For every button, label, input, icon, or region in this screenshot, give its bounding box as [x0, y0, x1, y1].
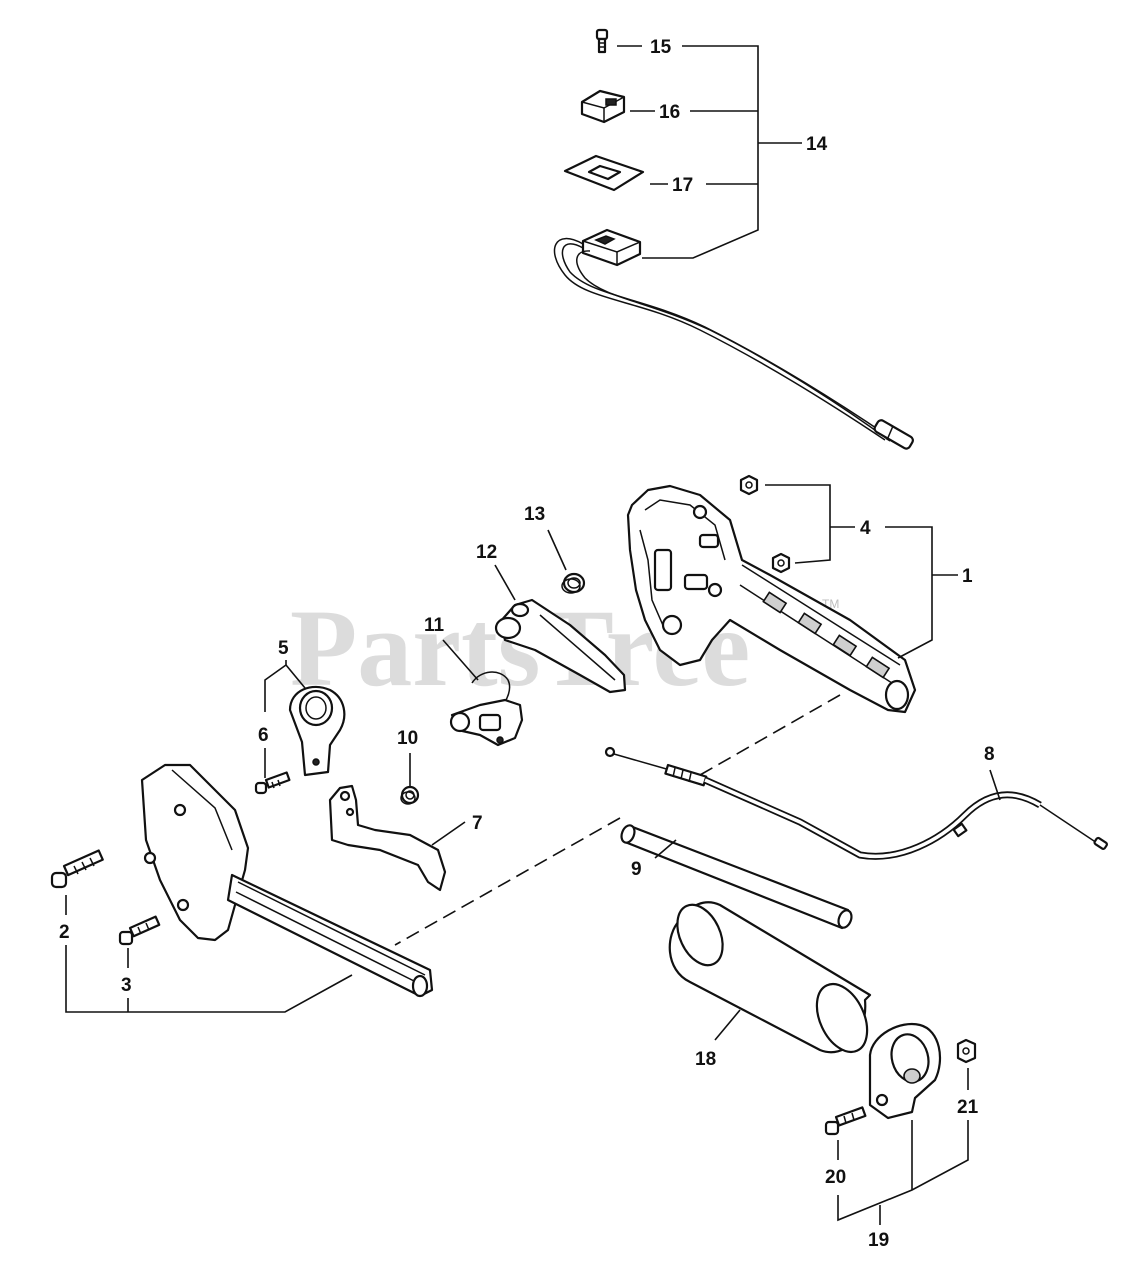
part-8-throttle-cable[interactable] — [604, 746, 1108, 860]
assembly-dashed-lines — [394, 694, 841, 946]
part-12-lockout-lever[interactable] — [494, 598, 627, 694]
part-14-switch-harness[interactable] — [553, 228, 915, 450]
callout-9: 9 — [631, 859, 642, 880]
part-3-screw[interactable] — [118, 915, 161, 946]
callout-5: 5 — [278, 638, 289, 659]
callout-21: 21 — [957, 1097, 979, 1118]
part-5-clamp[interactable] — [288, 685, 346, 777]
callout-12: 12 — [476, 542, 497, 563]
front-handle-half[interactable] — [140, 763, 434, 998]
callout-6: 6 — [258, 725, 269, 746]
callout-3: 3 — [121, 975, 132, 996]
callout-1: 1 — [962, 566, 973, 587]
part-16-switch-cap[interactable] — [580, 89, 626, 124]
callout-8: 8 — [984, 744, 995, 765]
callout-13: 13 — [524, 504, 545, 525]
callout-labels: 15 16 14 17 4 1 13 12 11 5 6 10 8 7 9 2 … — [59, 37, 995, 1251]
part-6-screw[interactable] — [254, 771, 291, 795]
leader-lines — [65, 45, 1001, 1225]
callout-18: 18 — [695, 1049, 716, 1070]
part-21-nut[interactable] — [956, 1038, 977, 1064]
callout-4: 4 — [860, 518, 871, 539]
part-11-stop-lever[interactable] — [449, 671, 524, 747]
callout-11: 11 — [424, 615, 445, 636]
part-20-screw[interactable] — [824, 1106, 867, 1136]
part-4-nuts[interactable] — [739, 474, 791, 574]
callout-2: 2 — [59, 922, 70, 943]
part-15-screw[interactable] — [595, 28, 609, 54]
part-19-handle-clamp[interactable] — [868, 1022, 942, 1120]
callout-10: 10 — [397, 728, 418, 749]
part-13-spring[interactable] — [561, 572, 586, 594]
callout-19: 19 — [868, 1230, 889, 1251]
part-9-tube[interactable] — [619, 823, 854, 930]
part-18-grip[interactable] — [668, 898, 877, 1060]
part-17-gasket[interactable] — [563, 154, 645, 192]
part-1-handle-housing[interactable] — [626, 484, 917, 714]
callout-15: 15 — [650, 37, 672, 58]
callout-7: 7 — [472, 813, 483, 834]
callout-17: 17 — [672, 175, 693, 196]
callout-14: 14 — [806, 134, 828, 155]
callout-20: 20 — [825, 1167, 846, 1188]
part-7-throttle-trigger[interactable] — [328, 784, 447, 892]
part-10-spring[interactable] — [400, 785, 420, 805]
part-2-screw[interactable] — [50, 849, 104, 889]
callout-16: 16 — [659, 102, 680, 123]
